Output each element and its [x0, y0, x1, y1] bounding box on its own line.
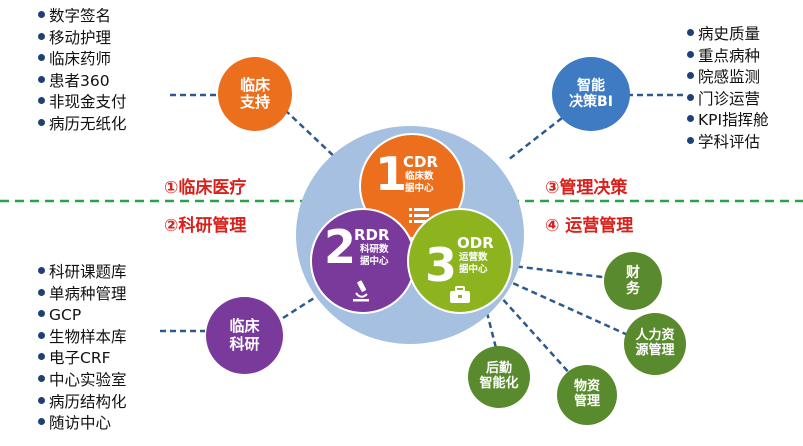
connector-smart-bi [507, 117, 563, 161]
connector-finance [496, 262, 611, 280]
connector-clinical-support [284, 109, 339, 161]
finance-node: 财务 [604, 252, 662, 310]
odr-node: 3 ODR 运营数据中心 [407, 208, 513, 314]
list-item: 电子CRF [38, 348, 127, 370]
rdr-subtitle: 科研数据中心 [360, 244, 389, 267]
connector-hr [494, 273, 631, 338]
bottom-left-feature-list: 科研课题库 单病种管理 GCP 生物样本库 电子CRF 中心实验室 病历结构化 … [38, 262, 127, 435]
hr-node: 人力资源管理 [624, 313, 686, 375]
section-label-operations: ④ 运营管理 [545, 216, 634, 236]
section-label-decision: ③管理决策 [545, 178, 628, 198]
list-item: 数字签名 [38, 6, 127, 28]
list-item: 重点病种 [687, 46, 769, 68]
list-item: 单病种管理 [38, 284, 127, 306]
list-item: 临床药师 [38, 49, 127, 71]
list-item: 随访中心 [38, 413, 127, 435]
clinical-research-node: 临床科研 [206, 297, 283, 374]
list-item: 非现金支付 [38, 92, 127, 114]
cdr-abbr: CDR [403, 153, 439, 171]
odr-abbr: ODR [457, 234, 494, 252]
rdr-number: 2 [324, 220, 357, 274]
connector-materials [489, 284, 573, 377]
list-item: 学科评估 [687, 132, 769, 154]
microscope-icon [350, 280, 372, 306]
clinical-support-node: 临床支持 [218, 57, 292, 131]
section-label-clinical: ①临床医疗 [164, 178, 247, 198]
list-item: 病历结构化 [38, 392, 127, 414]
list-item: 生物样本库 [38, 327, 127, 349]
briefcase-icon [449, 286, 471, 308]
logistics-node: 后勤智能化 [468, 346, 530, 408]
section-label-research: ②科研管理 [164, 216, 247, 236]
cdr-subtitle: 临床数据中心 [405, 171, 434, 194]
top-left-feature-list: 数字签名 移动护理 临床药师 患者360 非现金支付 病历无纸化 [38, 6, 127, 136]
cdr-number: 1 [375, 147, 408, 201]
list-item: GCP [38, 305, 127, 327]
list-icon [409, 207, 431, 227]
rdr-abbr: RDR [354, 226, 390, 244]
rdr-node: 2 RDR 科研数据中心 [310, 208, 416, 314]
list-item: 患者360 [38, 71, 127, 93]
odr-subtitle: 运营数据中心 [459, 252, 488, 275]
materials-node: 物资管理 [557, 365, 617, 425]
odr-number: 3 [425, 238, 458, 292]
smart-bi-node: 智能决策BI [552, 57, 630, 131]
list-item: KPI指挥舱 [687, 110, 769, 132]
list-item: 中心实验室 [38, 370, 127, 392]
list-item: 移动护理 [38, 28, 127, 50]
list-item: 院感监测 [687, 67, 769, 89]
list-item: 病历无纸化 [38, 114, 127, 136]
list-item: 门诊运营 [687, 89, 769, 111]
list-item: 科研课题库 [38, 262, 127, 284]
top-right-feature-list: 病史质量 重点病种 院感监测 门诊运营 KPI指挥舱 学科评估 [687, 24, 769, 154]
list-item: 病史质量 [687, 24, 769, 46]
